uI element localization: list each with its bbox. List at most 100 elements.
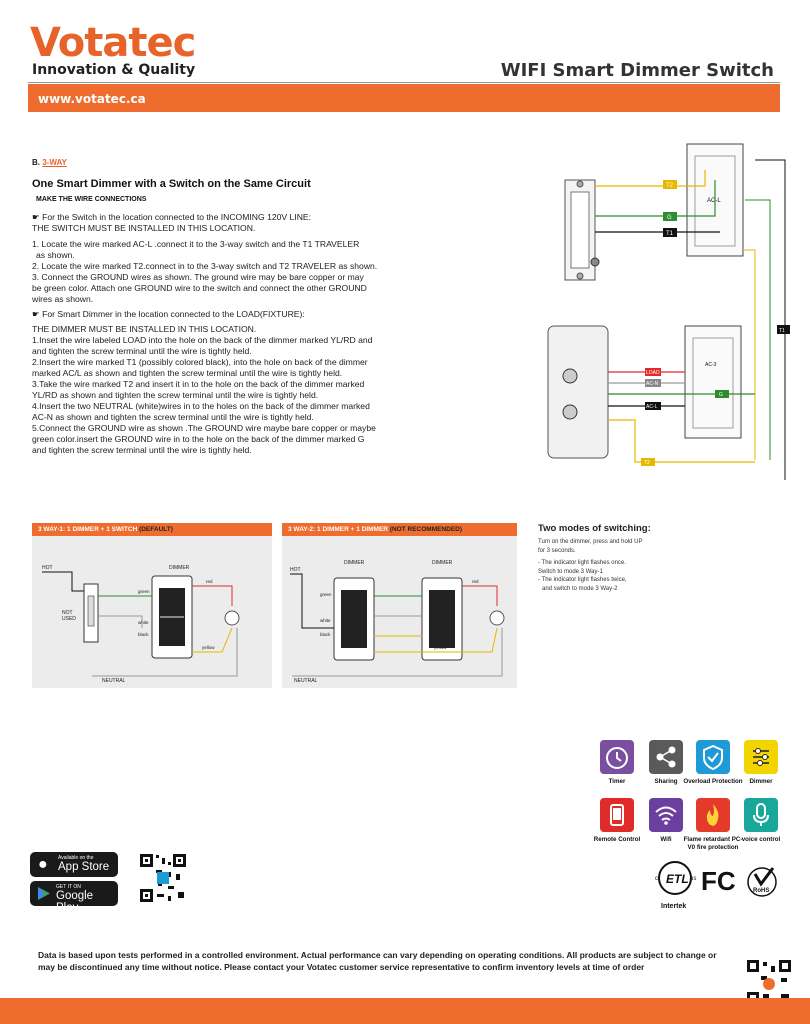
timer-icon (600, 740, 634, 774)
label-acn: AC-N (646, 381, 659, 387)
dimmer-b-paddle (429, 590, 455, 648)
label-g: G (667, 215, 672, 221)
wiring-diagram: AC-L T2 G T1 AC-3 LOAD AC-N G AC-L T2 T1 (547, 143, 790, 480)
feature-label: Remote Control (593, 836, 641, 843)
dimmer-top-frame (694, 155, 736, 247)
label-red: red (472, 579, 479, 584)
shield-icon (696, 740, 730, 774)
instruction-line: marked AC/L as shown and tighten the scr… (32, 368, 343, 378)
label-yellow: yellow (434, 645, 447, 650)
instruction-line: 2.Insert the wire marked T1 (possibly co… (32, 357, 368, 367)
feature-label: Wifi (660, 836, 672, 843)
wire-neutral (92, 628, 238, 677)
wire-red (192, 585, 233, 606)
instruction-line: 1. Locate the wire marked AC-L .connect … (32, 239, 360, 249)
label-g-bottom: G (719, 392, 723, 398)
panel-2-note: (NOT RECOMMENDED) (389, 526, 463, 533)
switch-toggle (570, 191, 590, 269)
instruction-line: 3.Take the wire marked T2 and insert it … (32, 379, 365, 389)
modes-line: for 3 seconds. (538, 547, 576, 554)
instruction-line: 4.Insert the two NEUTRAL (white)wires in… (32, 401, 370, 411)
modes-line: and switch to mode 3 Way-2 (542, 585, 618, 592)
instruction-line: 2. Locate the wire marked T2.connect in … (32, 261, 378, 271)
instruction-line: THE SWITCH MUST BE INSTALLED IN THIS LOC… (32, 223, 256, 233)
instruction-line: AC-N as shown and tighten the screw term… (32, 412, 314, 422)
instruction-line: wires as shown. (32, 294, 94, 304)
website-bar (28, 84, 780, 112)
label-black: black (320, 632, 331, 637)
label-green: green (320, 592, 332, 597)
certification-logos: ETL c us Intertek FC RoHS (655, 861, 777, 910)
instruction-line: THE DIMMER MUST BE INSTALLED IN THIS LOC… (32, 324, 257, 334)
wire-t1-long (755, 159, 786, 480)
instruction-line: 3. Connect the GROUND wires as shown. Th… (32, 272, 364, 282)
app-store-text: Available on the App Store (58, 855, 109, 873)
label-neutral: NEUTRAL (102, 678, 126, 684)
feature-label: Flame retardant PC-V0 fire protection (683, 836, 743, 851)
label-yellow: yellow (202, 645, 215, 650)
label-black: black (138, 632, 149, 637)
tag-g-bottom (715, 390, 729, 398)
google-play-small: GET IT ON (56, 884, 81, 890)
play-icon (38, 887, 50, 900)
label-red: red (206, 579, 213, 584)
instruction-line: and tighten the screw terminal until the… (32, 346, 252, 356)
disclaimer-text: Data is based upon tests performed in a … (38, 950, 717, 972)
instruction-line: ☛ For the Switch in the location connect… (32, 212, 312, 222)
switch-rocker (87, 595, 95, 627)
label-dimmer: DIMMER (169, 565, 190, 571)
label-acl-bottom: AC-L (646, 404, 658, 410)
feature-label: Overload Protection (683, 778, 743, 785)
instruction-line: green color.insert the GROUND wire in to… (32, 434, 365, 444)
google-play-text: GET IT ON Google Play (56, 884, 118, 914)
panel-1-diagram: HOT DIMMER NOT USED green white black re… (42, 565, 240, 684)
label-t2-bottom: T2 (644, 460, 650, 466)
modes-text: Turn on the dimmer, press and hold UP fo… (538, 538, 668, 593)
label-t1-side: T1 (779, 328, 785, 334)
label-acl: AC-L (707, 198, 721, 204)
wire-g (595, 180, 716, 217)
phone-icon (600, 798, 634, 832)
label-t1: T1 (666, 231, 674, 237)
wire-yellow (374, 627, 498, 653)
instruction-line: be green color. Attach one GROUND wire t… (32, 283, 367, 293)
app-store-badge[interactable]: ● Available on the App Store (30, 852, 118, 877)
wire-red (462, 585, 498, 606)
header-divider (28, 82, 780, 83)
switch-instructions: ☛ For the Switch in the location connect… (32, 212, 452, 456)
qr-code-icon[interactable] (138, 852, 188, 904)
brand-logo: Votatec (30, 20, 196, 66)
tag-acl-bottom (645, 402, 661, 410)
apple-icon: ● (38, 856, 48, 873)
google-play-big: Google Play (56, 890, 94, 914)
modes-title: Two modes of switching: (538, 523, 651, 534)
wire-hot (290, 573, 334, 629)
section-label: B. 3-WAY (32, 158, 67, 167)
wiring-panel-1: 3 WAY-1: 1 DIMMER + 1 SWITCH (DEFAULT) H… (32, 523, 272, 688)
fc-logo: FC (701, 866, 736, 896)
tag-t2-bottom (641, 458, 655, 466)
bulb-icon (224, 610, 240, 626)
wire-neutral (292, 628, 503, 677)
wire-g-long (745, 199, 771, 460)
tag-g (663, 212, 677, 221)
wifi-icon (649, 798, 683, 832)
etl-us: us (690, 876, 696, 882)
website-link[interactable]: www.votatec.ca (38, 92, 146, 106)
tag-load (645, 368, 661, 376)
panel-1-header: 3 WAY-1: 1 DIMMER + 1 SWITCH (DEFAULT) (32, 523, 272, 536)
feature-grid: Timer Sharing Overload Protection Dimmer… (594, 740, 790, 870)
section-heading: One Smart Dimmer with a Switch on the Sa… (32, 178, 311, 190)
feature-label: Sharing (654, 778, 678, 785)
terminal (562, 404, 578, 420)
app-store-big: App Store (58, 861, 110, 873)
wire-hot (42, 571, 84, 592)
wire-yellow (192, 627, 233, 653)
slider-icon (744, 740, 778, 774)
section-name: 3-WAY (42, 158, 67, 167)
google-play-badge[interactable]: GET IT ON Google Play (30, 881, 118, 914)
tag-t1-side (777, 325, 790, 334)
label-ac3: AC-3 (705, 362, 717, 368)
label-hot: HOT (290, 567, 301, 573)
wire-t2-bottom (608, 419, 755, 463)
